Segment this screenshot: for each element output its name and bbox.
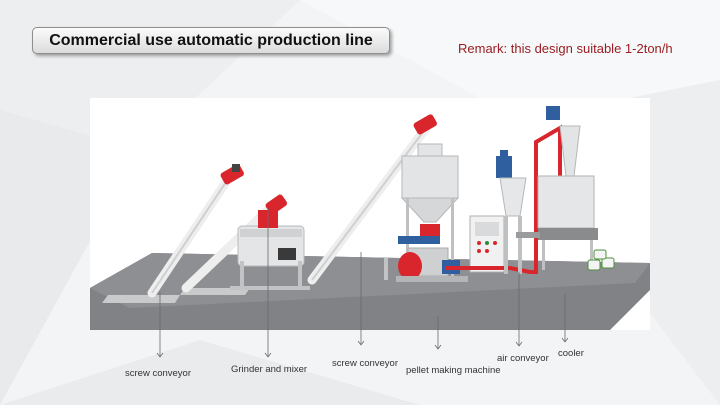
product-bags (587, 249, 615, 271)
screw-conveyor-1-machine (147, 164, 244, 298)
hopper-silo (400, 143, 460, 278)
page-title: Commercial use automatic production line (49, 31, 373, 49)
pellet-machine (396, 224, 468, 282)
label-air-conveyor: air conveyor (497, 353, 549, 364)
label-cooler: cooler (558, 348, 584, 359)
control-cabinet (469, 215, 505, 273)
label-grinder-mixer: Grinder and mixer (231, 364, 308, 375)
remark-text: Remark: this design suitable 1-2ton/h (458, 41, 673, 56)
grinder-mixer-machine (181, 194, 310, 293)
production-line-illustration (90, 98, 650, 330)
screw-conveyor-2-machine (307, 114, 437, 285)
label-pellet-machine: pellet making machine (406, 365, 501, 376)
production-line-drawing (90, 106, 650, 330)
cooler-machine (516, 106, 598, 270)
label-screw-conveyor-1: screw conveyor (125, 368, 191, 379)
title-banner: Commercial use automatic production line (32, 27, 390, 54)
label-screw-conveyor-2: screw conveyor (332, 358, 398, 369)
